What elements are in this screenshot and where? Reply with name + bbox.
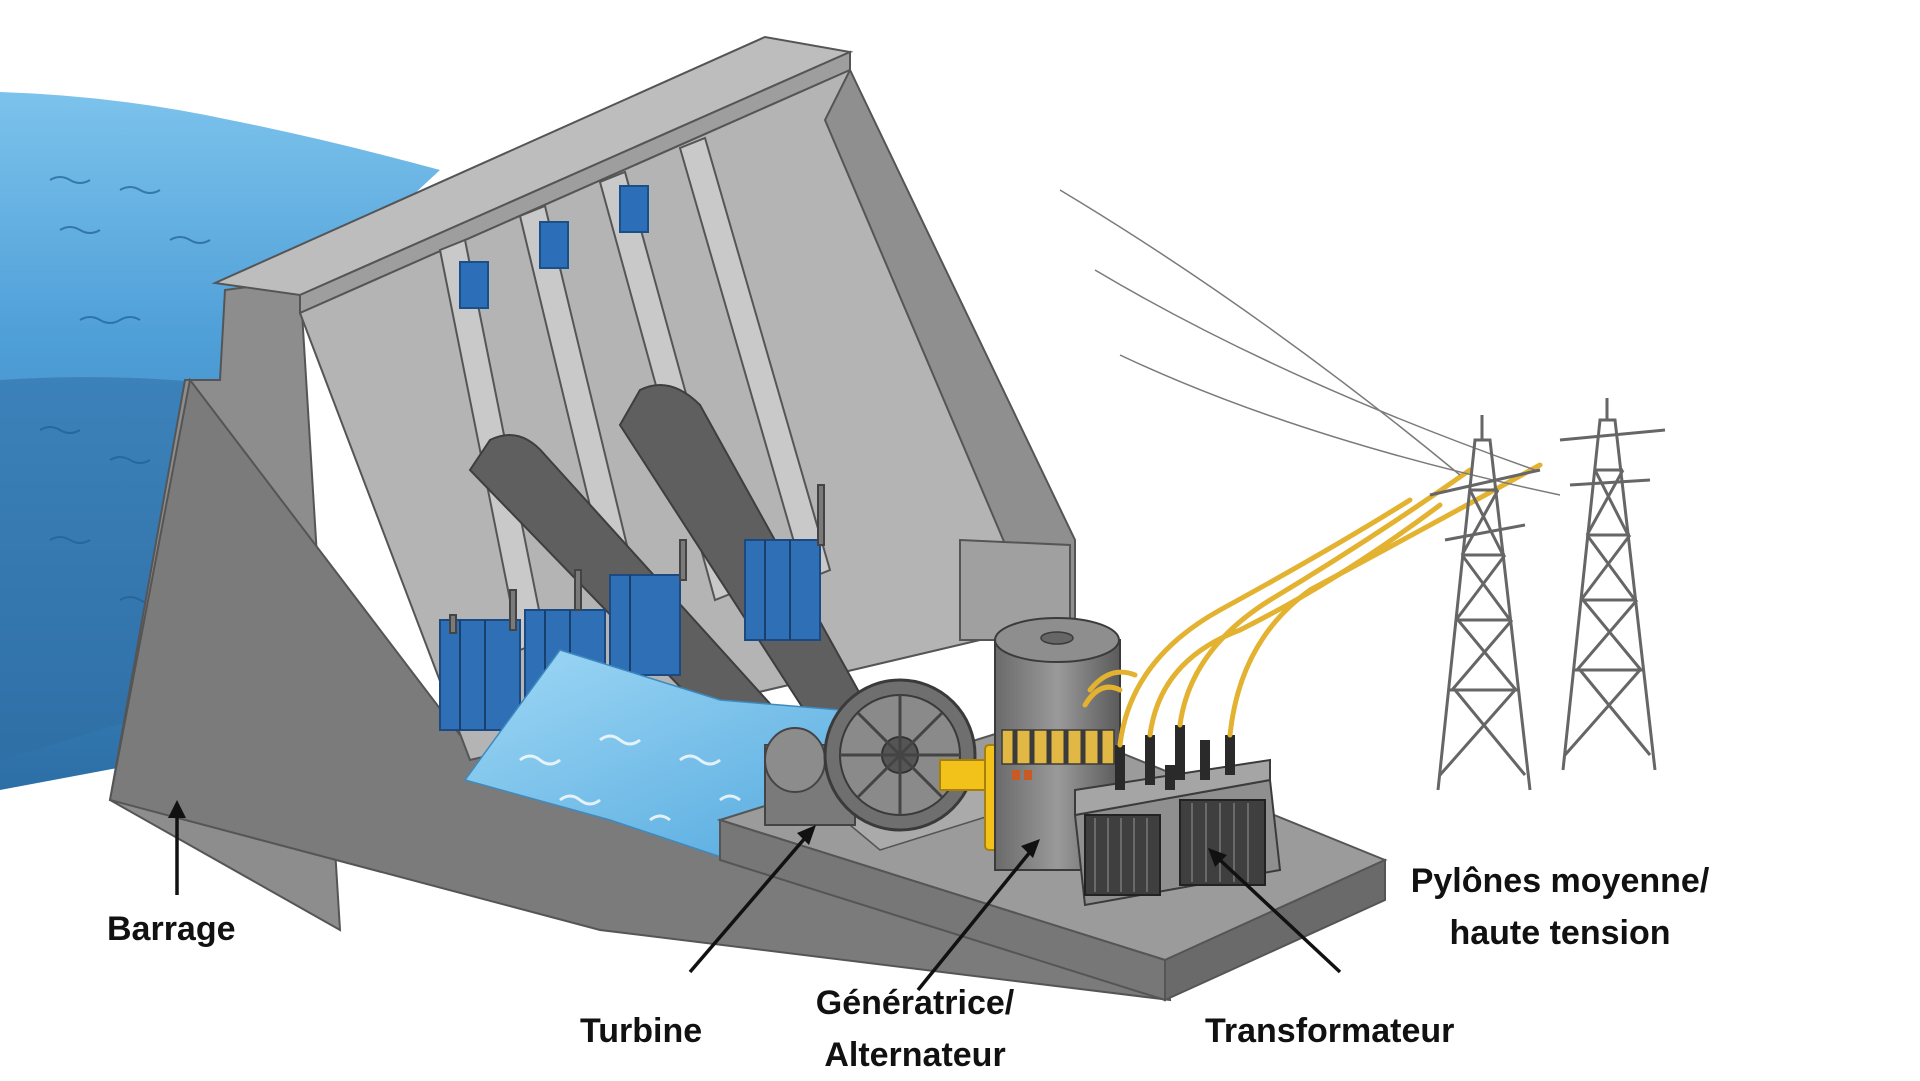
generatrice-arrow xyxy=(916,839,1040,992)
transformateur-arrow xyxy=(1208,848,1342,974)
label-pylones-line2: haute tension xyxy=(1449,914,1671,952)
power-cables xyxy=(1082,462,1543,748)
overhead-lines xyxy=(1059,189,1561,496)
label-pylones-line1: Pylônes moyenne/ xyxy=(1410,862,1710,900)
dam-structure xyxy=(108,35,1172,1002)
label-transformateur: Transformateur xyxy=(1205,1012,1455,1050)
turbine-arrow xyxy=(688,825,816,974)
turbine xyxy=(764,678,977,832)
label-generatrice: Génératrice/ Alternateur xyxy=(800,977,1030,1081)
label-pylones: Pylônes moyenne/ haute tension xyxy=(1395,855,1725,959)
label-generatrice-line1: Génératrice/ xyxy=(815,984,1015,1022)
label-barrage: Barrage xyxy=(107,910,236,948)
generator xyxy=(994,617,1121,871)
transmission-pylon-1 xyxy=(1429,415,1541,791)
transmission-pylon-2 xyxy=(1559,398,1666,771)
transformer xyxy=(1073,725,1282,907)
label-arrows xyxy=(168,800,1342,992)
label-generatrice-line2: Alternateur xyxy=(824,1036,1006,1074)
barrage-arrow xyxy=(168,800,186,895)
label-turbine: Turbine xyxy=(580,1012,703,1050)
